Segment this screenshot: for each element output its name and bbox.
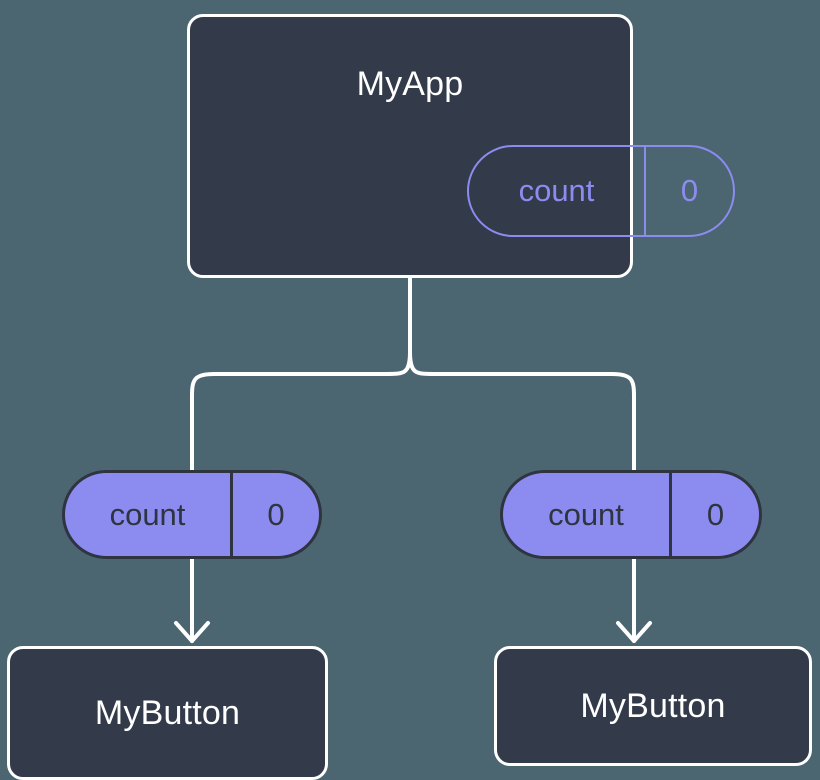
prop-pill-left-name: count [65, 473, 233, 556]
component-node-mybutton-right[interactable]: MyButton [494, 646, 812, 766]
component-title-mybutton-right: MyButton [580, 686, 726, 725]
prop-pill-right-name: count [503, 473, 672, 556]
connector-branch-right [408, 350, 636, 472]
prop-pill-left-count[interactable]: count 0 [62, 470, 322, 559]
component-node-myapp[interactable]: MyApp count 0 [187, 14, 735, 278]
component-title-myapp: MyApp [356, 65, 464, 103]
arrow-left-prop-to-button [174, 557, 210, 643]
connector-branch-left [190, 350, 412, 472]
state-pill-value: 0 [680, 173, 699, 208]
prop-pill-right-count[interactable]: count 0 [500, 470, 762, 559]
prop-pill-right-value: 0 [706, 496, 725, 532]
component-node-mybutton-left[interactable]: MyButton [7, 646, 328, 780]
state-pill-count[interactable]: count 0 [467, 145, 735, 237]
component-title-mybutton-left: MyButton [94, 693, 241, 732]
state-pill-name: count [469, 147, 646, 235]
prop-pill-left-value: 0 [267, 496, 285, 532]
arrow-right-prop-to-button [616, 557, 652, 643]
